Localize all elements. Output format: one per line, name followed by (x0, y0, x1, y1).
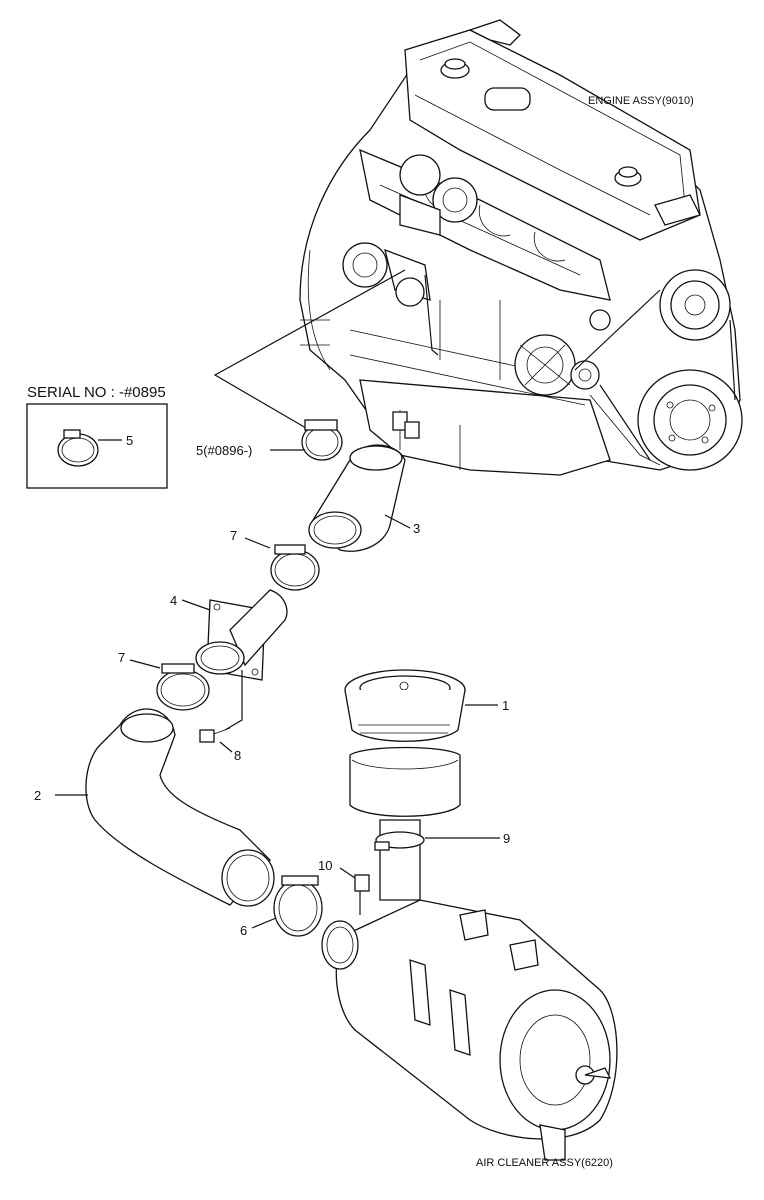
callout-8: 8 (234, 748, 241, 763)
serial-number-label: SERIAL NO : -#0895 (27, 384, 166, 401)
engine-assy-label: ENGINE ASSY(9010) (588, 95, 694, 107)
callout-7-upper: 7 (230, 528, 237, 543)
callout-3: 3 (413, 521, 420, 536)
air-cleaner-assy-label: AIR CLEANER ASSY(6220) (476, 1157, 613, 1169)
part-10-valve: 10 (318, 858, 370, 915)
part-5-clamp: 5(#0896-) (196, 419, 343, 461)
part-9-inlet-clamp: 9 (374, 819, 510, 901)
callout-6: 6 (240, 923, 247, 938)
part-4-flange-adapter: 4 (170, 589, 288, 681)
callout-5-main: 5(#0896-) (196, 443, 252, 458)
part-7-upper-clamp: 7 (230, 528, 320, 591)
air-cleaner-assembly: AIR CLEANER ASSY(6220) (321, 899, 618, 1169)
part-1-precleaner: 1 (344, 669, 509, 817)
part-8-bolt: 8 (199, 670, 243, 763)
callout-5-inset: 5 (126, 433, 133, 448)
part-7-lower-clamp: 7 (118, 650, 210, 711)
callout-9: 9 (503, 831, 510, 846)
part-3-elbow-hose: 3 (308, 444, 420, 552)
callout-4: 4 (170, 593, 177, 608)
callout-10: 10 (318, 858, 332, 873)
part-2-large-elbow-hose: 2 (34, 708, 275, 907)
callout-2: 2 (34, 788, 41, 803)
engine-leader-lines (213, 269, 406, 436)
callout-1: 1 (502, 698, 509, 713)
serial-inset: SERIAL NO : -#0895 5 (26, 384, 168, 489)
callout-7-lower: 7 (118, 650, 125, 665)
part-6-clamp: 6 (240, 875, 323, 938)
engine-assembly (299, 19, 743, 476)
